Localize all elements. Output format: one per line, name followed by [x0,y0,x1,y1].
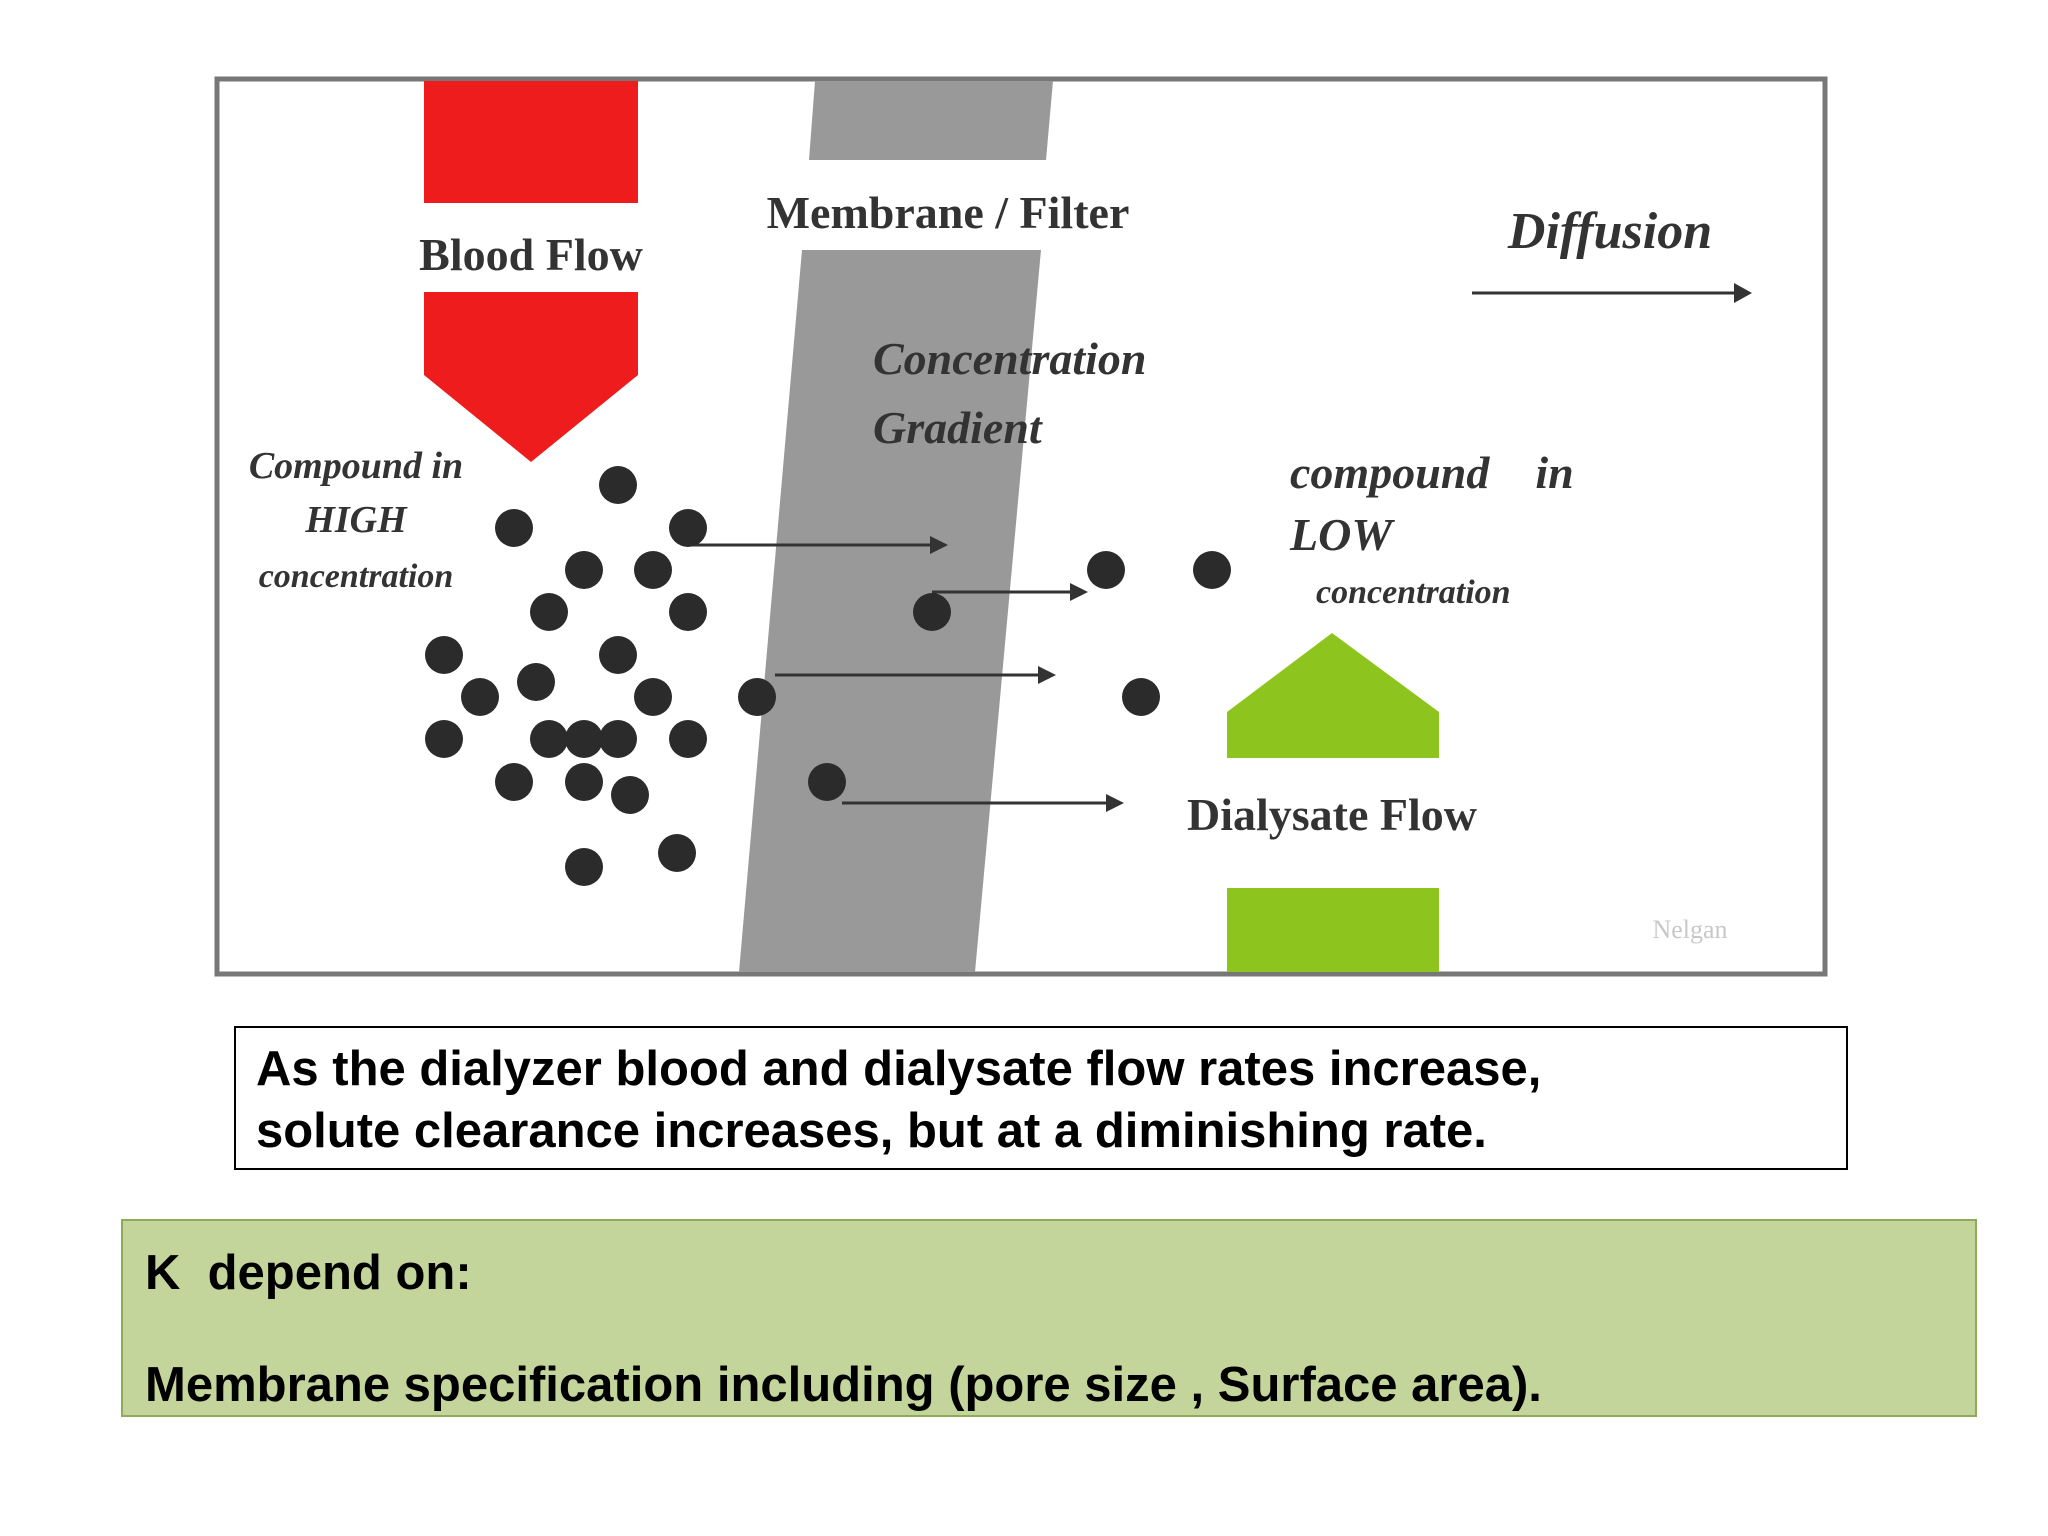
particle [530,720,568,758]
membrane-label: Membrane / Filter [767,187,1130,238]
gradient-label-line1: Concentration [873,333,1147,384]
info-box: K depend on: Membrane specification incl… [121,1219,1977,1417]
low-label-line2: LOW [1289,509,1395,560]
high-label-line2: HIGH [304,499,408,541]
particle-arrowhead [1038,666,1056,684]
particle [611,776,649,814]
particle [599,720,637,758]
particle [530,593,568,631]
low-label-line1: compound in [1290,447,1574,498]
particle [425,720,463,758]
particle [634,678,672,716]
particle [425,636,463,674]
particle-arrowhead [1070,583,1088,601]
diagram-frame [214,76,1828,977]
particle [669,720,707,758]
caption-line-1: As the dialyzer blood and dialysate flow… [256,1042,1542,1096]
low-label-line3: concentration [1316,574,1511,611]
particle [565,551,603,589]
particle [599,466,637,504]
dialysate-flow-bar [1227,888,1439,972]
particle [808,763,846,801]
particle [565,720,603,758]
high-label-line1: Compound in [249,445,463,487]
info-body: Membrane specification including (pore s… [145,1358,1542,1412]
caption-line-2: solute clearance increases, but at a dim… [256,1104,1487,1158]
watermark: Nelgan [1652,915,1727,944]
particle-arrowhead [1106,794,1124,812]
caption-box: As the dialyzer blood and dialysate flow… [234,1026,1848,1170]
particle-arrows [690,536,1124,812]
particle-arrowhead [930,536,948,554]
particle [913,593,951,631]
info-heading: K depend on: [145,1246,472,1300]
blood-flow-arrowhead [424,292,638,462]
diffusion-arrowhead [1734,283,1752,303]
particle [565,848,603,886]
particle [669,509,707,547]
particle [1122,678,1160,716]
particle [738,678,776,716]
particle [634,551,672,589]
membrane-band-top [809,81,1053,160]
diffusion-diagram: Blood Flow Membrane / Filter Diffusion C… [214,76,1828,977]
high-label-line3: concentration [259,558,454,595]
particle [1193,551,1231,589]
particle [599,636,637,674]
dialysate-flow-label: Dialysate Flow [1187,789,1477,840]
blood-flow-label: Blood Flow [419,229,643,280]
blood-flow-bar [424,81,638,203]
particle [461,678,499,716]
particle [517,663,555,701]
gradient-label-line2: Gradient [873,402,1043,453]
particle [495,763,533,801]
particle [658,834,696,872]
particle [565,763,603,801]
particle [1087,551,1125,589]
diffusion-label: Diffusion [1507,203,1712,260]
particle [669,593,707,631]
particle [495,509,533,547]
dialysate-flow-arrowhead [1227,633,1439,758]
solute-particles [425,466,1231,886]
